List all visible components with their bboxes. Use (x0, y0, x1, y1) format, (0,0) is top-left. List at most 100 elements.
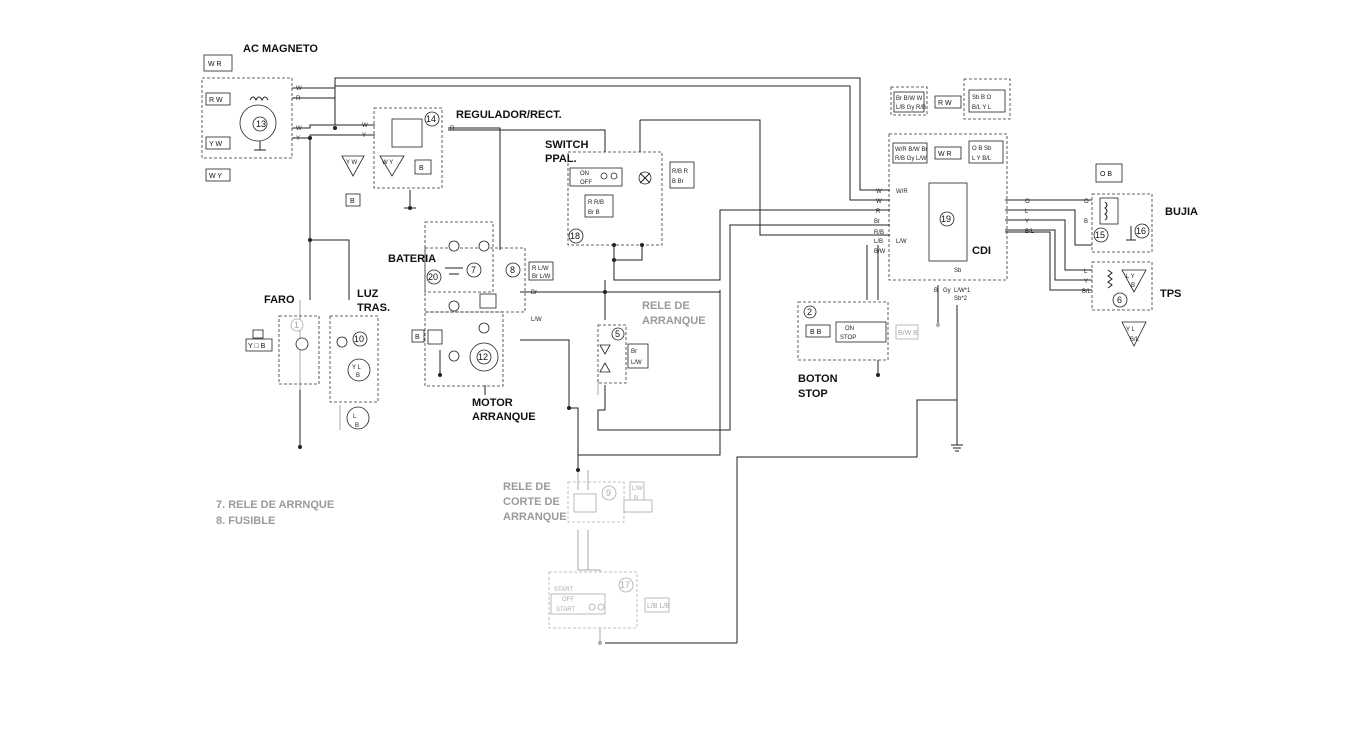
starter-relay-label-1: RELE DE (642, 300, 690, 312)
cutoff-relay-label-1: RELE DE (503, 481, 551, 493)
svg-text:L/W: L/W (632, 486, 643, 492)
svg-text:R W: R W (209, 97, 223, 104)
main-switch-on: ON (580, 171, 589, 177)
svg-text:B: B (1084, 219, 1088, 225)
svg-text:Y □ B: Y □ B (248, 343, 266, 350)
svg-text:B: B (634, 496, 638, 502)
component-1: 1 (294, 320, 299, 330)
main-switch-label-2: PPAL. (545, 153, 577, 165)
svg-text:O B Sb: O B Sb (972, 146, 992, 152)
component-5: 5 (615, 329, 620, 339)
svg-text:W/R: W/R (896, 189, 908, 195)
component-9: 9 (606, 488, 611, 498)
svg-text:O B: O B (1100, 171, 1112, 178)
cutoff-relay-label-3: ARRANQUE (503, 511, 567, 523)
svg-text:B/L: B/L (1025, 229, 1035, 235)
wires (292, 77, 1092, 644)
svg-text:Sb*2: Sb*2 (954, 296, 968, 302)
tps-sensor: TPS L Y B 6 L Y B/L Y L B/L (1082, 261, 1181, 347)
start-switch-start: START (554, 587, 573, 593)
svg-text:R/B: R/B (874, 230, 884, 236)
svg-text:B: B (1131, 283, 1135, 289)
component-16: 16 (1136, 226, 1146, 236)
svg-text:Y: Y (362, 133, 366, 139)
svg-text:O: O (1025, 199, 1030, 205)
note-8: 8. FUSIBLE (216, 515, 275, 527)
triangle-connector-icon (341, 155, 365, 177)
svg-text:B Br: B Br (672, 179, 684, 185)
component-15: 15 (1095, 230, 1105, 240)
starter-motor-label-2: ARRANQUE (472, 411, 536, 423)
svg-text:L/B: L/B (874, 239, 883, 245)
potentiometer-icon (1107, 269, 1113, 289)
svg-text:B/L: B/L (1082, 289, 1092, 295)
svg-text:L/B Gy R/B: L/B Gy R/B (896, 105, 926, 111)
note-7: 7. RELE DE ARRNQUE (216, 499, 334, 511)
starter-relay-label-2: ARRANQUE (642, 315, 706, 327)
tail-light: LUZ TRAS. 10 Y L B L B (329, 288, 390, 430)
svg-text:Br L/W: Br L/W (532, 274, 551, 280)
svg-text:Y W: Y W (209, 141, 222, 148)
svg-text:Br: Br (874, 219, 880, 225)
svg-text:Br B/W W: Br B/W W (896, 96, 923, 102)
svg-text:R/B Gy L/W: R/B Gy L/W (895, 156, 927, 162)
start-switch-off: OFF (562, 597, 574, 603)
svg-text:Gy: Gy (943, 288, 951, 294)
svg-text:W: W (876, 199, 882, 205)
svg-text:W: W (876, 189, 882, 195)
svg-text:Br: Br (631, 349, 637, 355)
svg-text:R: R (876, 209, 881, 215)
svg-text:Y: Y (296, 136, 300, 142)
svg-text:R: R (296, 96, 301, 102)
svg-text:L/W: L/W (896, 239, 907, 245)
svg-text:B/L: B/L (1130, 337, 1140, 343)
component-8: 8 (510, 265, 515, 275)
diode-icon (599, 344, 611, 355)
ground-symbols (308, 126, 963, 472)
cdi-unit: 19 CDI W/R B/W Br R/B Gy L/W W R O B Sb … (874, 78, 1035, 302)
regulator: REGULADOR/RECT. 14 W Y R Y W W Y B B (341, 107, 562, 209)
component-13: 13 (256, 119, 266, 129)
svg-text:W/R B/W Br: W/R B/W Br (895, 147, 927, 153)
notes: 7. RELE DE ARRNQUE 8. FUSIBLE (216, 499, 334, 527)
svg-text:B: B (355, 423, 359, 429)
headlight-bulb-icon (295, 337, 309, 351)
svg-text:L/W: L/W (531, 317, 542, 323)
ac-magneto-label: AC MAGNETO (243, 43, 318, 55)
svg-text:R: R (450, 126, 455, 132)
svg-text:W: W (296, 126, 302, 132)
component-12: 12 (478, 352, 488, 362)
svg-text:L/B L/B: L/B L/B (647, 603, 670, 610)
svg-text:Sb: Sb (954, 268, 962, 274)
svg-text:Br B: Br B (588, 210, 600, 216)
svg-text:L/W*1: L/W*1 (954, 288, 971, 294)
svg-text:B B: B B (810, 329, 822, 336)
svg-text:L/W: L/W (631, 360, 642, 366)
svg-text:L Y B/L: L Y B/L (972, 156, 992, 162)
svg-text:B: B (419, 165, 424, 172)
svg-text:Y: Y (1025, 219, 1029, 225)
svg-text:O: O (1084, 199, 1089, 205)
component-7: 7 (471, 265, 476, 275)
ignition-coil-icon (1099, 197, 1119, 225)
svg-text:R L/W: R L/W (532, 266, 549, 272)
battery-block: BATERIA 20 7 8 R L/W Br L/W Br L/W (388, 221, 554, 323)
svg-text:Sb B O: Sb B O (972, 95, 992, 101)
cutoff-relay-icon (573, 493, 597, 513)
svg-text:L: L (1025, 209, 1029, 215)
regulator-module-icon (391, 118, 423, 148)
svg-text:B/W: B/W (874, 249, 886, 255)
svg-text:W: W (296, 86, 302, 92)
svg-text:B/W B: B/W B (898, 330, 918, 337)
start-switch-start2: START (556, 607, 575, 613)
svg-text:Y L: Y L (1126, 327, 1136, 333)
svg-text:B/L Y L: B/L Y L (972, 105, 992, 111)
component-6: 6 (1117, 295, 1122, 305)
component-2: 2 (807, 307, 812, 317)
main-switch-label-1: SWITCH (545, 139, 588, 151)
starter-motor-label-1: MOTOR (472, 397, 513, 409)
main-switch-off: OFF (580, 180, 592, 186)
battery-label: BATERIA (388, 253, 436, 265)
svg-text:Y: Y (1084, 279, 1088, 285)
tail-bulb-icon (336, 336, 348, 348)
